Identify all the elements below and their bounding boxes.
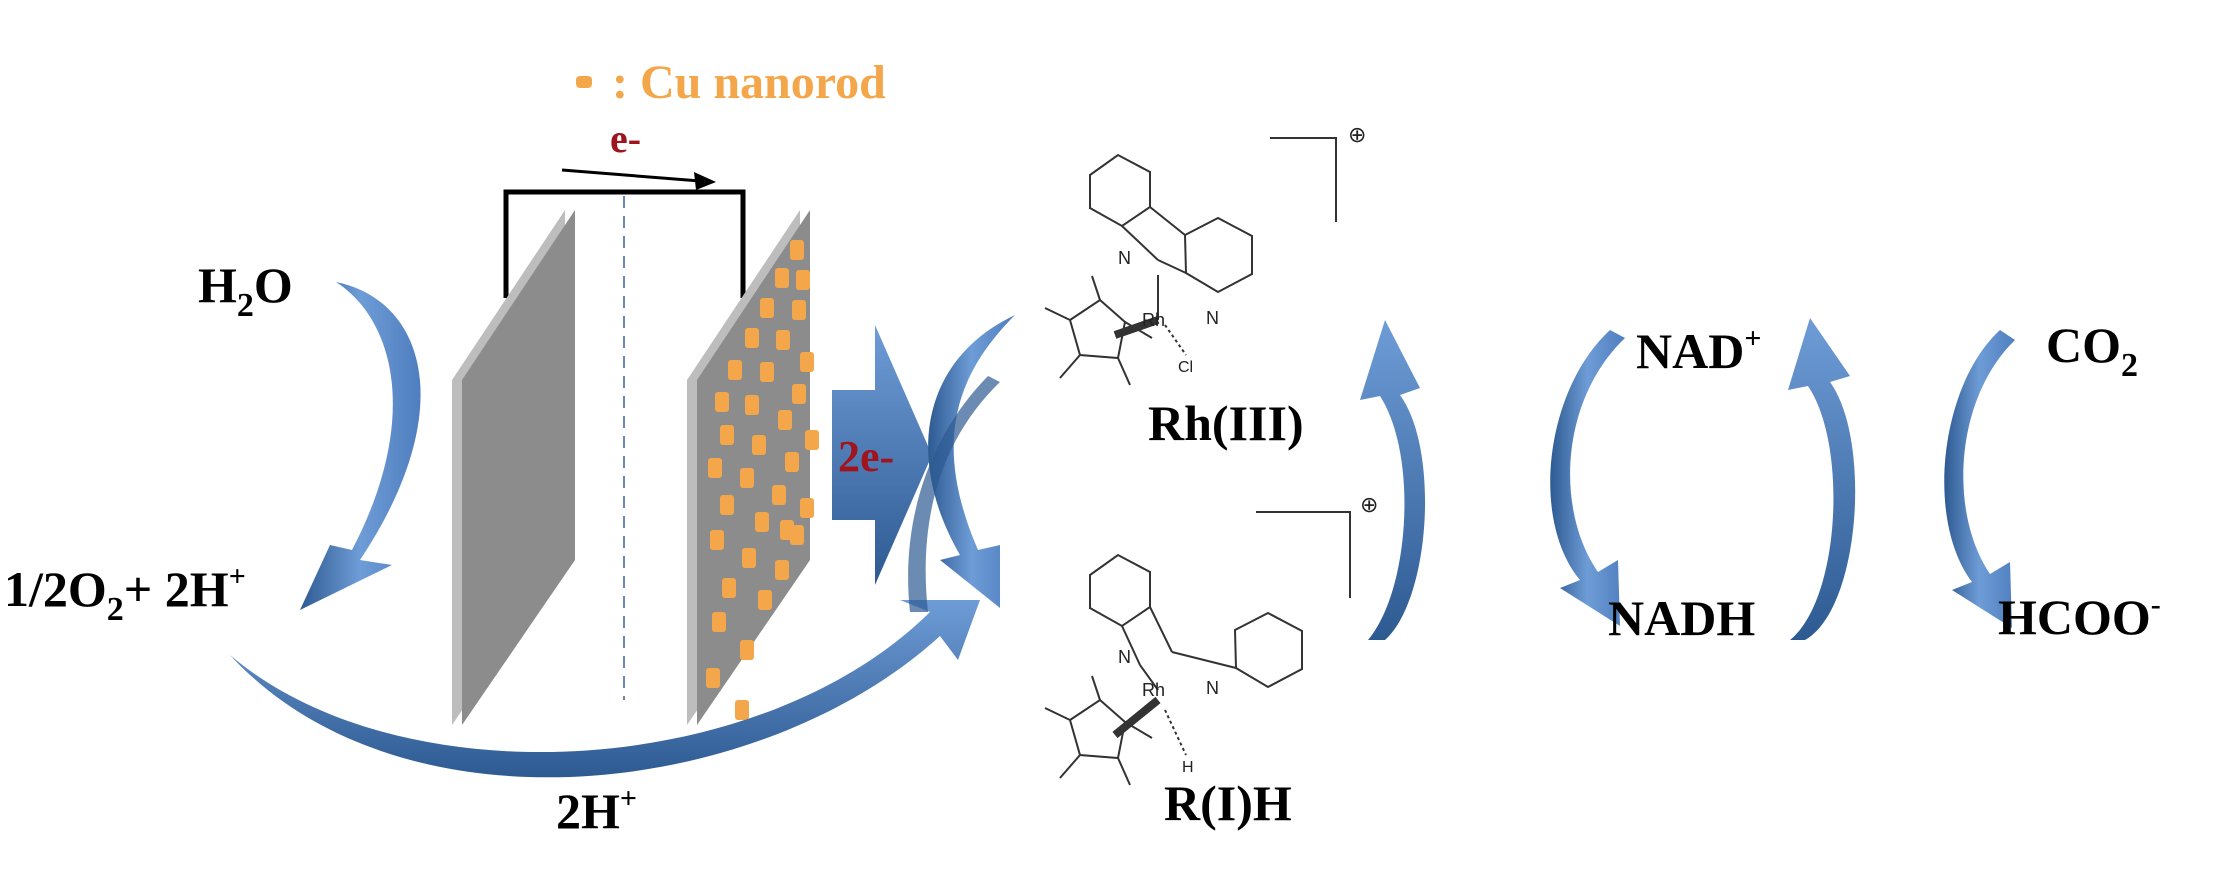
cu-nanorod <box>745 395 759 415</box>
cu-nanorod <box>722 578 736 598</box>
two-electron-label: 2e- <box>838 432 894 481</box>
rh-reduction-arrow-upper <box>928 315 1015 608</box>
electron-flow-arrow <box>561 168 701 183</box>
cu-nanorod <box>728 360 742 380</box>
proton-transfer-arrow <box>230 600 980 778</box>
cu-nanorod <box>760 298 774 318</box>
cu-nanorod <box>780 520 794 540</box>
electron-transfer-arrow: 2e- <box>832 325 932 585</box>
rh-iii-chloride: Cl <box>1178 359 1193 376</box>
rh-i-nitrogen-2: N <box>1206 678 1219 698</box>
proton-transfer-label: 2H+ <box>556 782 637 839</box>
cu-nanorod <box>720 495 734 515</box>
nad-reduction-arrow-right <box>1550 330 1625 626</box>
rh-iii-label: Rh(III) <box>1148 395 1304 451</box>
legend-text: : Cu nanorod <box>612 56 886 109</box>
cu-nanorod <box>778 410 792 430</box>
cu-nanorod <box>712 612 726 632</box>
cu-nanorod-cluster <box>706 240 819 720</box>
formate-label: HCOO- <box>1998 588 2161 645</box>
photoanode-plate <box>452 210 575 725</box>
nadh-label: NADH <box>1608 590 1755 646</box>
cu-nanorod <box>755 512 769 532</box>
rh-iii-nitrogen-2: N <box>1206 308 1219 328</box>
rh-iii-complex <box>1044 137 1337 386</box>
cu-nanorod <box>735 700 749 720</box>
cu-nanorod <box>740 640 754 660</box>
cu-nanorod <box>710 530 724 550</box>
cu-nanorod <box>790 240 804 260</box>
cu-nanorod <box>758 590 772 610</box>
cu-nanorod <box>775 268 789 288</box>
cu-nanorod <box>800 352 814 372</box>
cu-nanorod <box>800 498 814 518</box>
rh-i-charge: ⊕ <box>1360 492 1378 517</box>
cu-nanorod <box>792 384 806 404</box>
rh-iii-charge: ⊕ <box>1348 122 1366 147</box>
cu-nanorod <box>745 328 759 348</box>
co2-reduction-arrow-right <box>1944 330 2015 628</box>
cu-nanorod <box>775 560 789 580</box>
rh-i-metal: Rh <box>1142 680 1165 700</box>
cu-nanorod <box>708 458 722 478</box>
cu-nanorod <box>796 270 810 290</box>
rh-i-nitrogen-1: N <box>1118 647 1131 667</box>
cu-nanorod <box>785 452 799 472</box>
co2-reduction-arrow-left <box>1788 318 1856 640</box>
cu-nanorod <box>760 362 774 382</box>
cu-nanorod <box>772 485 786 505</box>
cu-nanorod <box>792 300 806 320</box>
cu-nanorod <box>706 668 720 688</box>
cu-nanorod <box>805 430 819 450</box>
oxygen-proton-label: 1/2O2+ 2H+ <box>4 560 246 628</box>
rh-i-h-label: R(I)H <box>1164 775 1292 831</box>
water-oxidation-arrow <box>300 282 421 610</box>
cu-nanorod <box>715 392 729 412</box>
cu-nanorod <box>776 330 790 350</box>
rh-i-h-complex <box>1044 511 1351 786</box>
cu-nanorod <box>752 435 766 455</box>
cu-photocathode-plate <box>687 210 819 725</box>
rh-reduction-arrow-lower <box>908 376 1000 612</box>
rh-iii-metal: Rh <box>1142 310 1165 330</box>
co2-label: CO2 <box>2046 317 2138 384</box>
cu-nanorod <box>720 425 734 445</box>
cu-nanorod <box>740 468 754 488</box>
cu-nanorod-legend-swatch <box>576 76 592 88</box>
electron-label: e- <box>610 116 641 161</box>
rh-i-hydride: H <box>1182 759 1194 776</box>
water-label: H2O <box>198 257 293 324</box>
nad-reduction-arrow-left <box>1360 320 1426 640</box>
rh-iii-nitrogen-1: N <box>1118 248 1131 268</box>
external-circuit: e- <box>503 116 746 298</box>
legend: : Cu nanorod <box>576 56 886 109</box>
nad-plus-label: NAD+ <box>1636 322 1761 379</box>
cu-nanorod <box>742 548 756 568</box>
